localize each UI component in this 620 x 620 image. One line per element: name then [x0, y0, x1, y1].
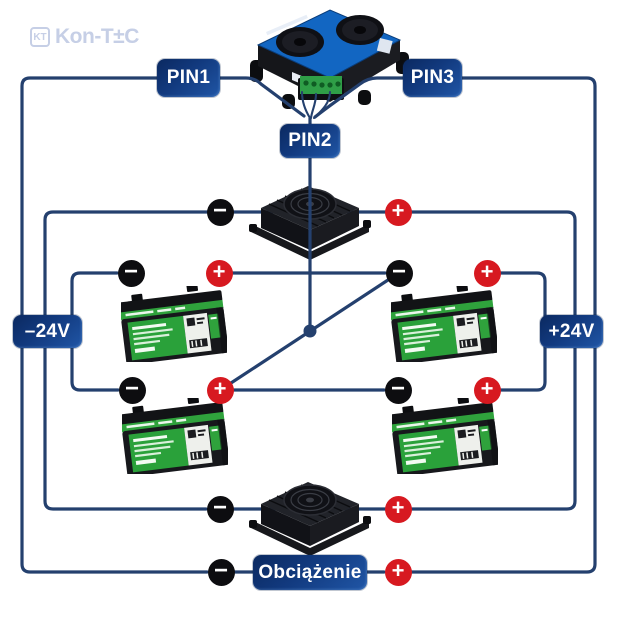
logo-text-part3: C — [124, 25, 139, 48]
junction-dot — [303, 324, 317, 338]
plus-terminal: + — [205, 259, 233, 287]
wire-balancer-lead-1 — [300, 90, 312, 120]
plus-terminal: + — [384, 198, 412, 226]
minus-terminal: − — [385, 259, 413, 287]
minus-terminal: − — [206, 495, 234, 523]
battery-image — [392, 398, 498, 474]
pin2-label: PIN2 — [280, 124, 340, 158]
wire-pin1 — [218, 76, 306, 118]
positive-rail-label: +24V — [540, 315, 603, 348]
wire-right-connector — [499, 271, 547, 392]
minus-terminal: − — [384, 376, 412, 404]
wire-balancer-lead-2 — [309, 92, 318, 120]
wire-right-inner — [410, 210, 577, 511]
logo-text-part1: Kon-T — [55, 25, 114, 48]
minus-terminal: − — [207, 558, 235, 586]
plus-terminal: + — [384, 558, 412, 586]
minus-terminal: − — [118, 376, 146, 404]
minus-terminal: − — [206, 198, 234, 226]
pin3-label: PIN3 — [403, 59, 462, 97]
plus-terminal: + — [473, 259, 501, 287]
logo-badge: KT — [30, 27, 50, 47]
load-label: Obciążenie — [253, 555, 367, 590]
balancer-image — [240, 2, 420, 110]
battery-image — [391, 286, 497, 362]
negative-rail-label: –24V — [13, 315, 82, 348]
wire-balancer-lead-3 — [312, 90, 332, 120]
wire-pin3 — [313, 76, 405, 119]
battery-image — [121, 286, 227, 362]
plus-terminal: + — [206, 376, 234, 404]
charger-bottom-image — [249, 462, 371, 556]
battery-image — [122, 398, 228, 474]
wire-left-inner — [43, 210, 222, 511]
logo-text: Kon-T±C — [55, 25, 139, 49]
plus-terminal: + — [384, 495, 412, 523]
plus-terminal: + — [473, 376, 501, 404]
pin1-label: PIN1 — [157, 59, 220, 97]
kon-tec-logo: KT Kon-T±C — [30, 25, 139, 49]
minus-terminal: − — [117, 259, 145, 287]
logo-plusminus-glyph: ± — [113, 25, 125, 48]
